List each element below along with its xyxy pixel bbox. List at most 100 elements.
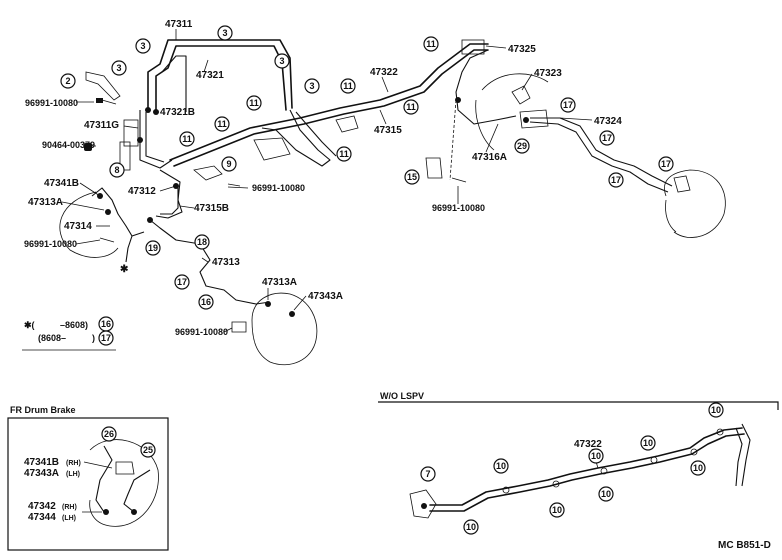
label-47313: 47313 — [212, 257, 240, 268]
callout-29: 29 — [514, 138, 530, 154]
svg-text:17: 17 — [563, 100, 573, 110]
label-bolt-96991-e: 96991-10080 — [432, 203, 485, 213]
callout-10d: 10 — [588, 448, 604, 464]
svg-text:11: 11 — [339, 149, 349, 159]
label-47324: 47324 — [594, 116, 622, 127]
label-47314: 47314 — [64, 221, 92, 232]
label-47325: 47325 — [508, 44, 536, 55]
svg-text:10: 10 — [466, 522, 476, 532]
main-part-labels: 47311 47321 47321B 47311G 47312 47315B 4… — [24, 19, 622, 337]
wo-lspv-label-47322: 47322 — [574, 439, 602, 450]
note-prefix: ✱( — [24, 320, 35, 330]
inset-label-47344: 47344 — [28, 512, 56, 523]
svg-text:3: 3 — [309, 81, 314, 91]
svg-text:3: 3 — [222, 28, 227, 38]
label-47341b: 47341B — [44, 178, 79, 189]
callout-3e: 3 — [304, 78, 320, 94]
svg-text:9: 9 — [226, 159, 231, 169]
svg-text:7: 7 — [425, 469, 430, 479]
callout-16: 16 — [198, 294, 214, 310]
callout-15: 15 — [404, 169, 420, 185]
callout-3a: 3 — [135, 38, 151, 54]
svg-text:(RH): (RH) — [66, 460, 81, 467]
svg-text:3: 3 — [279, 56, 284, 66]
callout-25: 25 — [140, 442, 156, 458]
callout-17d: 17 — [658, 156, 674, 172]
callout-17b: 17 — [560, 97, 576, 113]
label-47323: 47323 — [534, 68, 562, 79]
svg-text:17: 17 — [177, 277, 187, 287]
brackets-and-fittings — [84, 39, 691, 333]
label-bolt-96991-c: 96991-10080 — [24, 239, 77, 249]
inset-label-47341b: 47341B — [24, 457, 59, 468]
diagram-code: MC B851-D — [718, 540, 771, 551]
label-47311g: 47311G — [84, 120, 119, 131]
label-47311: 47311 — [165, 19, 193, 30]
wo-lspv-section: W/O LSPV 47322 7 10 10 10 10 10 10 10 10 — [378, 391, 779, 535]
svg-text:16: 16 — [201, 297, 211, 307]
svg-text:10: 10 — [552, 505, 562, 515]
label-47322: 47322 — [370, 67, 398, 78]
wheel-outlines — [59, 73, 726, 366]
callout-7: 7 — [420, 466, 436, 482]
note-circle-16: 16 — [101, 319, 111, 329]
callout-11b: 11 — [340, 78, 356, 94]
callout-10h: 10 — [463, 519, 479, 535]
svg-text:17: 17 — [661, 159, 671, 169]
svg-text:10: 10 — [711, 405, 721, 415]
svg-text:11: 11 — [249, 98, 259, 108]
callout-10e: 10 — [690, 460, 706, 476]
callout-3b: 3 — [217, 25, 233, 41]
label-47315b: 47315B — [194, 203, 229, 214]
asterisk-marker: ✱ — [120, 264, 129, 275]
svg-text:11: 11 — [406, 102, 416, 112]
svg-text:(LH): (LH) — [66, 471, 80, 478]
svg-text:19: 19 — [148, 243, 158, 253]
callout-18: 18 — [194, 234, 210, 250]
callout-3d: 3 — [274, 53, 290, 69]
callout-10g: 10 — [549, 502, 565, 518]
svg-text:15: 15 — [407, 172, 417, 182]
callout-10c: 10 — [493, 458, 509, 474]
note-range-1: –8608) — [60, 320, 88, 330]
label-47315: 47315 — [374, 125, 402, 136]
svg-text:10: 10 — [496, 461, 506, 471]
label-47313a-left: 47313A — [28, 197, 63, 208]
label-47343a: 47343A — [308, 291, 343, 302]
svg-text:11: 11 — [426, 39, 436, 49]
callout-26: 26 — [101, 426, 117, 442]
callout-9: 9 — [221, 156, 237, 172]
callout-19: 19 — [145, 240, 161, 256]
callout-17e: 17 — [608, 172, 624, 188]
label-47316a: 47316A — [472, 152, 507, 163]
note-range-2: (8608– — [38, 333, 66, 343]
svg-text:11: 11 — [217, 119, 227, 129]
svg-text:26: 26 — [104, 429, 114, 439]
note-close: ) — [92, 333, 95, 343]
inset-fr-drum-brake: FR Drum Brake 26 25 47341B (RH) 47343A (… — [7, 405, 169, 551]
inset-label-47343a: 47343A — [24, 468, 59, 479]
callout-10f: 10 — [598, 486, 614, 502]
main-callout-circles: 2 3 3 3 3 3 8 9 11 11 11 11 11 11 11 19 … — [60, 25, 674, 310]
wo-lspv-title: W/O LSPV — [380, 391, 424, 401]
svg-text:10: 10 — [643, 438, 653, 448]
callout-8: 8 — [109, 162, 125, 178]
svg-text:10: 10 — [591, 451, 601, 461]
svg-text:3: 3 — [140, 41, 145, 51]
inset-title: FR Drum Brake — [10, 405, 76, 415]
callout-11a: 11 — [423, 36, 439, 52]
label-bolt-90464: 90464-00379 — [42, 140, 95, 150]
svg-text:2: 2 — [65, 76, 70, 86]
callout-11c: 11 — [246, 95, 262, 111]
callout-10a: 10 — [708, 402, 724, 418]
label-47321b: 47321B — [160, 107, 195, 118]
svg-text:(RH): (RH) — [62, 504, 77, 511]
label-bolt-96991-d: 96991-10080 — [175, 327, 228, 337]
callout-11f: 11 — [179, 131, 195, 147]
label-bolt-96991-a: 96991-10080 — [25, 98, 78, 108]
svg-text:17: 17 — [611, 175, 621, 185]
callout-17c: 17 — [599, 130, 615, 146]
svg-text:(LH): (LH) — [62, 515, 76, 522]
callout-11g: 11 — [336, 146, 352, 162]
